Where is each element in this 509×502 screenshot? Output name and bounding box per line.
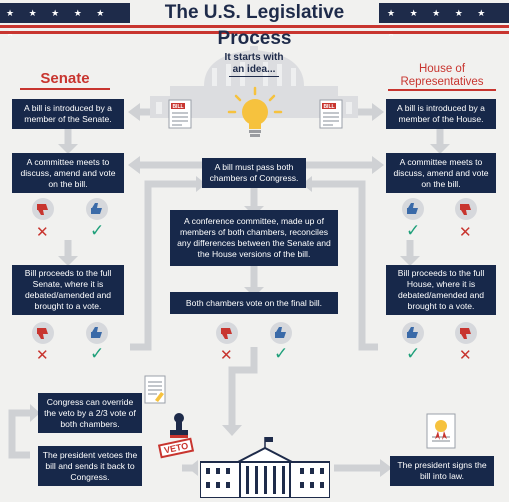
house-heading-line1: House of <box>418 63 466 75</box>
approve-check-icon: ✓ <box>274 344 289 363</box>
thumbs-up-icon <box>402 322 424 344</box>
thumbs-down-icon <box>455 322 477 344</box>
house-step-floor: Bill proceeds to the full House, where i… <box>386 265 496 315</box>
approve-check-icon: ✓ <box>90 221 105 240</box>
reject-x-icon: ✕ <box>459 224 472 241</box>
page-title: The U.S. Legislative Process <box>164 2 345 49</box>
thumbs-down-icon <box>216 322 238 344</box>
conference-committee-box: A conference committee, made up of membe… <box>170 210 338 266</box>
reject-x-icon: ✕ <box>36 224 49 241</box>
reject-x-icon: ✕ <box>36 347 49 364</box>
house-step-committee: A committee meets to discuss, amend and … <box>386 153 496 193</box>
intro-text: It starts with an idea... <box>204 52 304 77</box>
both-chambers-box: A bill must pass both chambers of Congre… <box>202 158 306 188</box>
bill-document-icon-senate: BILL <box>168 99 192 129</box>
thumbs-down-icon <box>455 198 477 220</box>
intro-line1: It starts with <box>224 52 284 63</box>
approve-check-icon: ✓ <box>90 344 105 363</box>
president-veto-box: The president vetoes the bill and sends … <box>38 446 142 486</box>
veto-override-box: Congress can override the veto by a 2/3 … <box>38 393 142 433</box>
reject-x-icon: ✕ <box>220 347 233 364</box>
senate-step-committee: A committee meets to discuss, amend and … <box>12 153 124 193</box>
header-stripes <box>0 25 509 34</box>
white-house-icon <box>200 437 330 498</box>
senate-heading: Senate <box>20 70 110 90</box>
stamp-icon <box>170 413 188 438</box>
thumbs-up-icon <box>86 198 108 220</box>
final-vote-box: Both chambers vote on the final bill. <box>170 292 338 314</box>
certificate-icon <box>426 413 456 449</box>
approve-check-icon: ✓ <box>406 344 421 363</box>
intro-line2: an idea... <box>228 64 280 77</box>
approve-check-icon: ✓ <box>406 221 421 240</box>
thumbs-down-icon <box>32 322 54 344</box>
senate-step-introduce: A bill is introduced by a member of the … <box>12 99 124 129</box>
reject-x-icon: ✕ <box>459 347 472 364</box>
thumbs-down-icon <box>32 198 54 220</box>
bill-document-icon-house: BILL <box>319 99 343 129</box>
bill-label-house: BILL <box>323 104 334 110</box>
bill-label-senate: BILL <box>172 104 183 110</box>
document-icon <box>144 375 166 404</box>
house-heading-line2: Representatives <box>388 76 496 91</box>
house-heading: House of Representatives <box>388 63 496 91</box>
thumbs-up-icon <box>270 322 292 344</box>
thumbs-up-icon <box>402 198 424 220</box>
senate-step-floor: Bill proceeds to the full Senate, where … <box>12 265 124 315</box>
thumbs-up-icon <box>86 322 108 344</box>
president-sign-box: The president signs the bill into law. <box>390 456 494 486</box>
lightbulb-icon <box>227 86 283 137</box>
house-step-introduce: A bill is introduced by a member of the … <box>386 99 496 129</box>
